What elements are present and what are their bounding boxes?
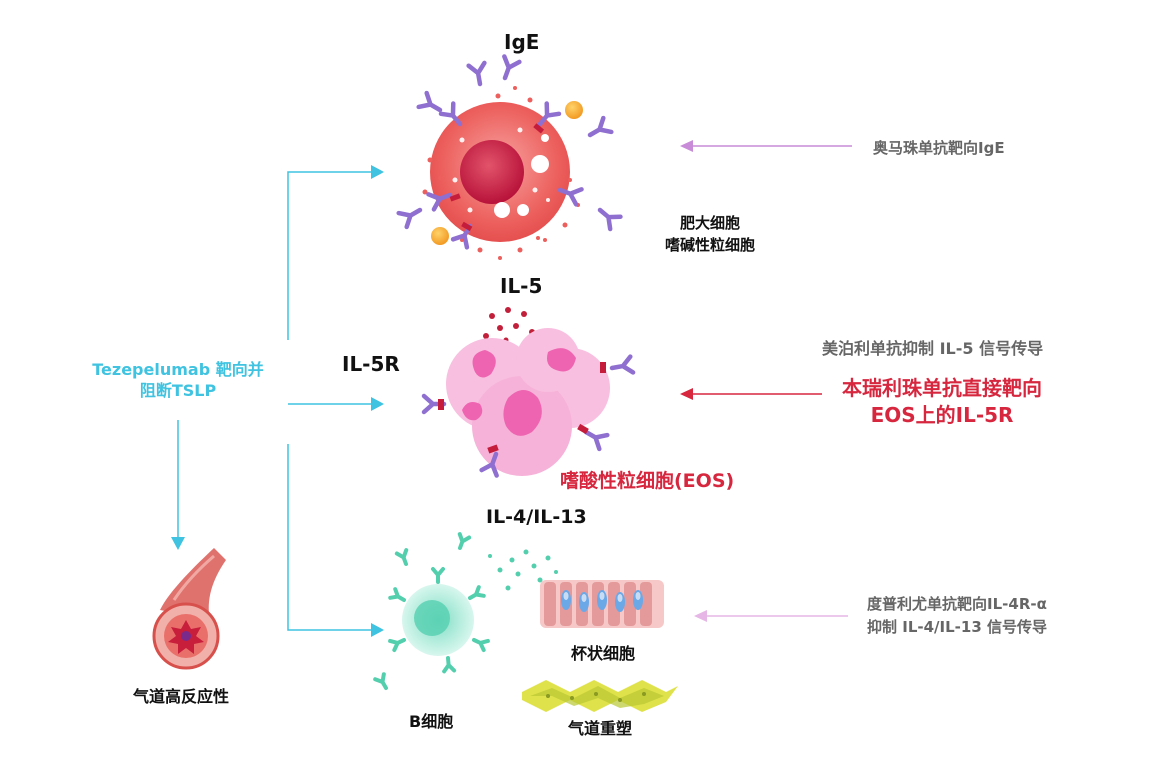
tezepelumab-line2: 阻断TSLP bbox=[139, 381, 217, 400]
il5r-marks bbox=[438, 362, 606, 454]
airway-hyperreactivity-label: 气道高反应性 bbox=[133, 687, 230, 706]
il4-il13-label: IL-4/IL-13 bbox=[486, 506, 587, 528]
dupilumab-label: 度普利尤单抗靶向IL-4R-α 抑制 IL-4/IL-13 信号传导 bbox=[852, 593, 1062, 639]
mepolizumab-label: 美泊利单抗抑制 IL-5 信号传导 bbox=[822, 339, 1044, 358]
dupilumab-line1: 度普利尤单抗靶向IL-4R-α bbox=[867, 595, 1047, 613]
il5r-label: IL-5R bbox=[342, 352, 400, 376]
mast-cell-label: 肥大细胞 嗜碱性粒细胞 bbox=[650, 212, 770, 256]
benralizumab-arrow bbox=[680, 388, 822, 400]
omalizumab-arrow bbox=[680, 140, 852, 152]
goblet-cell-label: 杯状细胞 bbox=[571, 644, 636, 663]
omalizumab-label: 奥马珠单抗靶向IgE bbox=[873, 139, 1005, 157]
airway-remodel-tissue bbox=[522, 680, 678, 712]
ige-label: IgE bbox=[504, 30, 540, 54]
eosinophil-label: 嗜酸性粒细胞(EOS) bbox=[560, 470, 735, 492]
dupilumab-arrow bbox=[694, 610, 848, 622]
il4-il13-dots bbox=[488, 549, 558, 591]
mast-cell bbox=[399, 56, 621, 260]
il5-label: IL-5 bbox=[500, 274, 543, 298]
b-cell-label: B细胞 bbox=[409, 712, 454, 731]
mast-cell-line2: 嗜碱性粒细胞 bbox=[664, 236, 755, 254]
tezepelumab-line1: Tezepelumab 靶向并 bbox=[92, 360, 264, 379]
goblet-cells bbox=[540, 580, 664, 628]
dupilumab-line2: 抑制 IL-4/IL-13 信号传导 bbox=[867, 618, 1047, 636]
benralizumab-line1: 本瑞利珠单抗直接靶向 bbox=[842, 376, 1042, 400]
benralizumab-label: 本瑞利珠单抗直接靶向 EOS上的IL-5R bbox=[832, 375, 1052, 429]
tezepelumab-label: Tezepelumab 靶向并 阻断TSLP bbox=[80, 359, 276, 401]
b-cell bbox=[373, 532, 490, 693]
tslp-arrowheads bbox=[171, 165, 384, 637]
tslp-arrows bbox=[177, 171, 372, 631]
mast-cell-line1: 肥大细胞 bbox=[679, 214, 740, 232]
airway-remodel-label: 气道重塑 bbox=[568, 719, 633, 738]
benralizumab-line2: EOS上的IL-5R bbox=[870, 403, 1014, 427]
receptor-marks bbox=[449, 123, 545, 232]
eosinophil-cell bbox=[424, 328, 633, 476]
airway-illustration bbox=[152, 548, 226, 670]
